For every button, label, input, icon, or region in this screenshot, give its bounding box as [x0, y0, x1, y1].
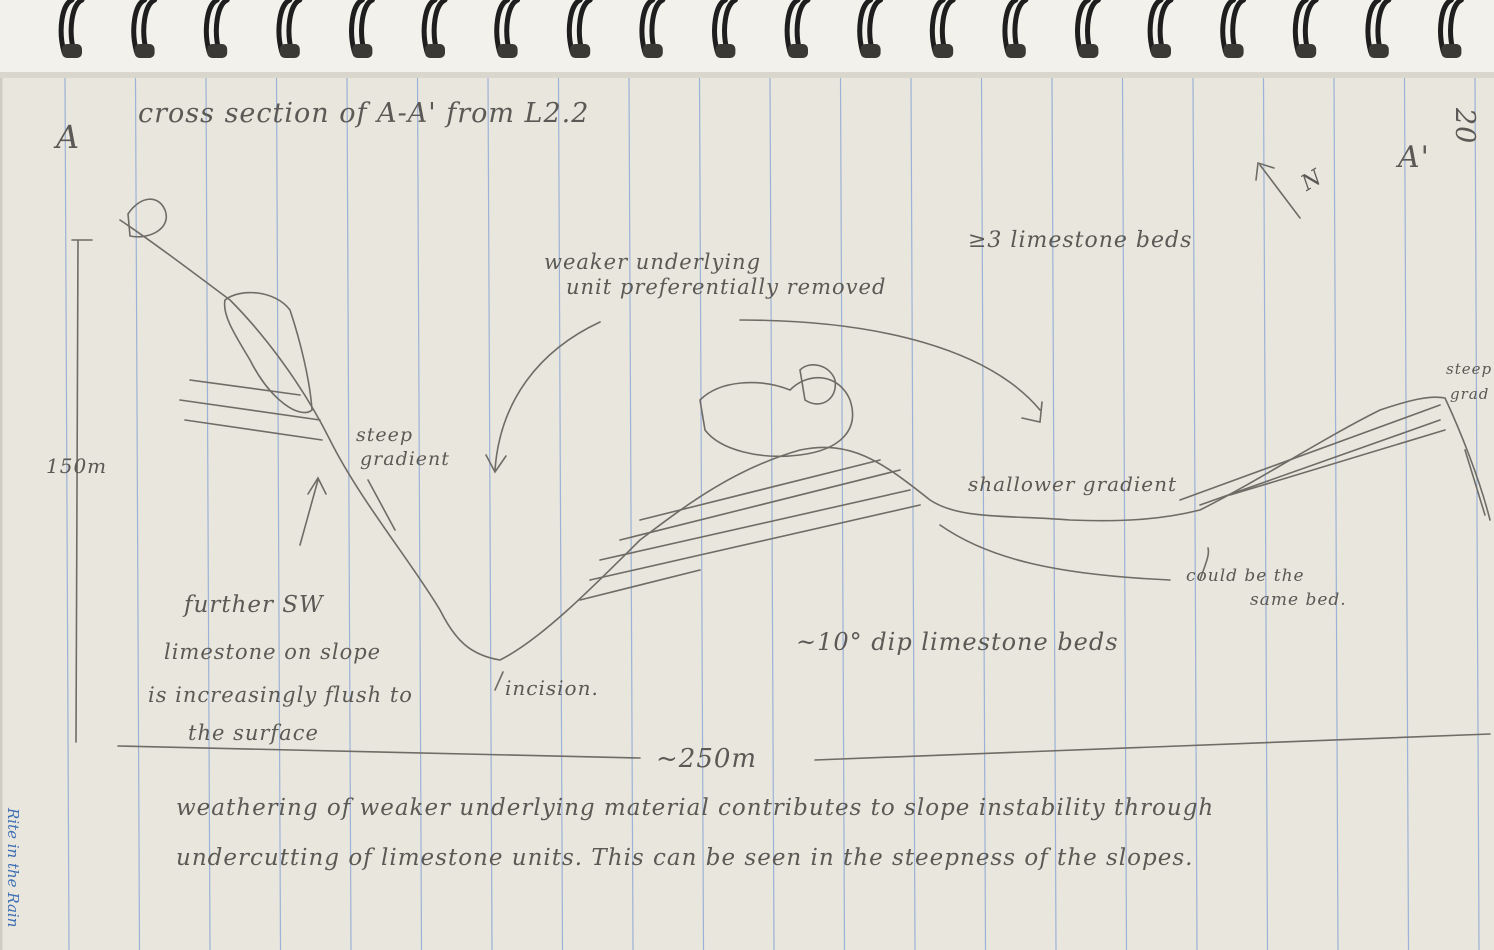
- shallower-gradient-label: shallower gradient: [968, 472, 1178, 496]
- binding-holes: [62, 44, 1462, 58]
- ground-surface: [119, 219, 1491, 661]
- further-sw-label-3: is increasingly flush to: [148, 683, 413, 707]
- binding-hole: [1005, 44, 1026, 58]
- outcrop-center: [699, 376, 854, 458]
- binding-hole: [860, 44, 881, 58]
- binding-hole: [715, 44, 736, 58]
- binding-hole: [1441, 44, 1462, 58]
- arrow-could-be: [1199, 547, 1210, 581]
- rule-line: [910, 77, 916, 950]
- rule-line: [1051, 77, 1057, 950]
- rule-line: [1333, 77, 1339, 950]
- page-title: cross section of A-A' from L2.2: [138, 98, 590, 129]
- north-arrow: [1259, 164, 1301, 219]
- dip-beds-label: ~10° dip limestone beds: [796, 628, 1119, 656]
- steep-gradient-left-1: steep: [356, 424, 414, 446]
- rule-line: [64, 77, 70, 950]
- rule-line: [346, 77, 352, 950]
- binding-hole: [207, 44, 228, 58]
- binding-hole: [279, 44, 300, 58]
- rule-line: [769, 77, 775, 950]
- further-sw-label-2: limestone on slope: [164, 640, 382, 664]
- vertical-scale-label: 150m: [46, 454, 108, 478]
- rule-line: [1474, 77, 1480, 950]
- arrow-incision: [494, 671, 504, 691]
- arrow-steep-left: [367, 479, 396, 531]
- rule-line: [839, 77, 846, 950]
- binding-hole: [933, 44, 954, 58]
- rule-line: [487, 77, 493, 950]
- rule-line: [1121, 77, 1128, 950]
- binding-hole: [642, 44, 663, 58]
- could-be-label-2: same bed.: [1250, 590, 1347, 610]
- rule-line: [134, 77, 141, 950]
- binding-hole: [1368, 44, 1389, 58]
- rule-line: [275, 77, 282, 950]
- margin-brand-note: Rite in the Rain: [4, 808, 22, 928]
- rule-line: [1403, 77, 1410, 950]
- rule-lines: [64, 77, 1480, 950]
- cross-section-profile: [71, 161, 1491, 761]
- binding-hole: [497, 44, 518, 58]
- rule-line: [1262, 77, 1269, 950]
- page-edge: [0, 72, 1494, 78]
- rule-line: [698, 77, 705, 950]
- arrow-steep-right: [1464, 449, 1486, 516]
- limestone-beds-label: ≥3 limestone beds: [968, 228, 1193, 253]
- binding-hole: [62, 44, 82, 58]
- rule-line: [1192, 77, 1198, 950]
- horizontal-scale-label: ~250m: [656, 744, 758, 774]
- rule-line: [205, 77, 211, 950]
- outcrop-top: [127, 198, 168, 238]
- steep-gradient-right-1: steep: [1446, 360, 1493, 378]
- arrow-further-sw: [299, 479, 319, 546]
- rule-line: [557, 77, 564, 950]
- rule-line: [980, 77, 987, 950]
- binding-hole: [1078, 44, 1099, 58]
- weaker-unit-label-2: unit preferentially removed: [566, 275, 887, 299]
- binding-hole: [425, 44, 445, 58]
- binding-hole: [1223, 44, 1244, 58]
- outcrop-upper: [223, 291, 313, 414]
- steep-gradient-right-2: grad: [1450, 385, 1490, 403]
- notes-line-1: weathering of weaker underlying material…: [176, 795, 1215, 821]
- steep-gradient-left-2: gradient: [360, 448, 450, 470]
- binding-hole: [788, 44, 808, 58]
- incision-label: incision.: [505, 676, 599, 700]
- bed-continuation: [939, 524, 1171, 581]
- rule-line: [416, 77, 423, 950]
- arrow-left: [494, 321, 601, 471]
- binding-hole: [1296, 44, 1317, 58]
- point-a-label: A: [56, 118, 81, 156]
- vertical-scale-bar: [75, 239, 79, 743]
- further-sw-label-1: further SW: [184, 592, 324, 618]
- point-a-prime-label: A': [1398, 140, 1430, 175]
- baseline-right: [814, 733, 1491, 761]
- binding-hole: [570, 44, 591, 58]
- further-sw-label-4: the surface: [188, 721, 319, 745]
- notes-line-2: undercutting of limestone units. This ca…: [176, 845, 1194, 871]
- baseline-left: [117, 745, 641, 759]
- binding-hole: [352, 44, 373, 58]
- binding-hole: [134, 44, 155, 58]
- page-number: 20: [1449, 108, 1480, 145]
- rule-line: [628, 77, 634, 950]
- could-be-label-1: could be the: [1186, 566, 1305, 586]
- weaker-unit-label-1: weaker underlying: [544, 250, 762, 274]
- binding-strip: [0, 0, 1494, 78]
- binding-hole: [1151, 44, 1171, 58]
- arrow-right: [739, 319, 1041, 411]
